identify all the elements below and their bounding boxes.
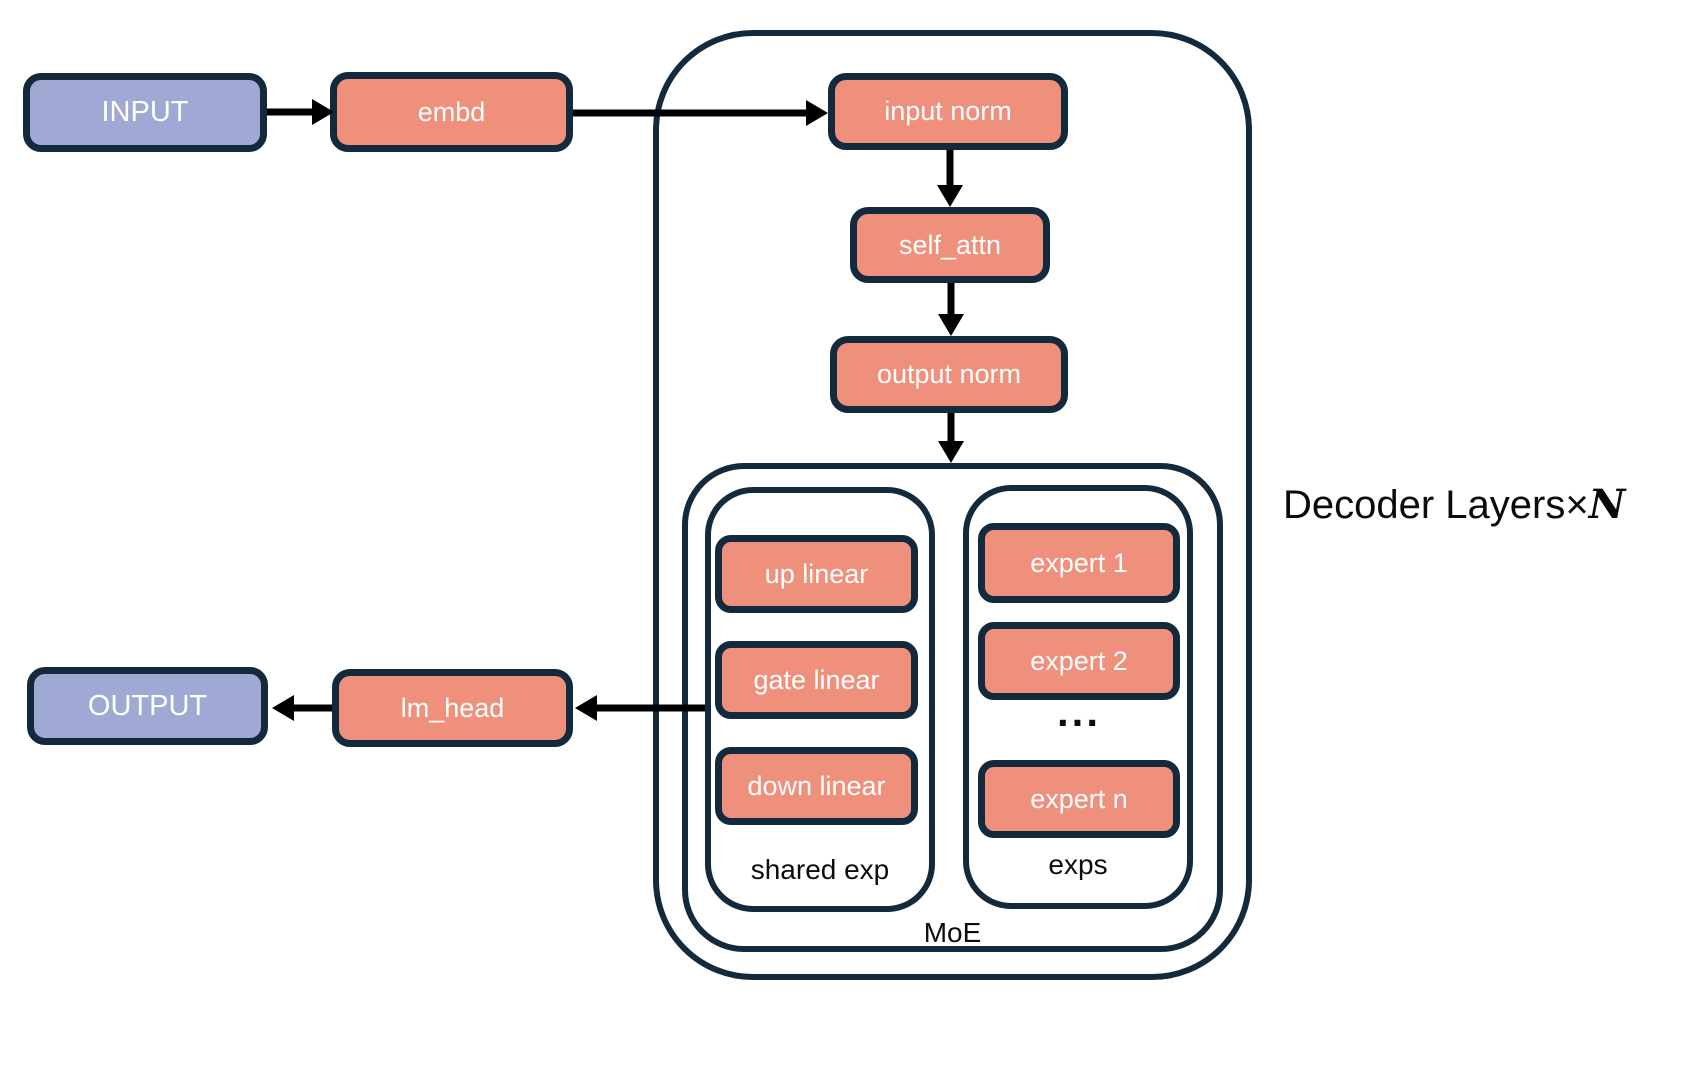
node-lm-head: lm_head [332, 669, 573, 747]
node-lm-head-label: lm_head [400, 692, 505, 723]
node-self-attn: self_attn [850, 207, 1050, 283]
node-up-linear: up linear [715, 535, 918, 613]
decoder-layers-label: Decoder Layers×N [1283, 481, 1625, 528]
node-embd: embd [330, 72, 573, 152]
shared-exp-container [705, 487, 935, 912]
node-self-attn-label: self_attn [898, 229, 1002, 260]
node-expert-1: expert 1 [978, 523, 1180, 603]
moe-label: MoE [923, 917, 982, 948]
node-input-norm: input norm [828, 73, 1068, 150]
shared-exp-label: shared exp [750, 854, 890, 885]
arrow-input-to-embd [267, 99, 334, 125]
node-gate-linear: gate linear [715, 641, 918, 719]
decoder-layers-repeat-n: N [1588, 481, 1626, 528]
node-expert-2: expert 2 [978, 622, 1180, 700]
node-embd-label: embd [417, 96, 486, 127]
exps-container [963, 485, 1193, 909]
node-gate-linear-label: gate linear [753, 664, 880, 695]
node-expert-n-label: expert n [1030, 783, 1128, 814]
node-input-label: INPUT [101, 96, 189, 128]
exps-label: exps [1048, 849, 1108, 880]
decoder-layers-label-text: Decoder Layers× [1283, 483, 1589, 527]
node-output-norm-label: output norm [876, 359, 1022, 389]
node-output-label: OUTPUT [87, 689, 208, 722]
node-output: OUTPUT [27, 667, 268, 745]
node-up-linear-label: up linear [764, 558, 869, 589]
decoder-layers-container [653, 30, 1252, 980]
node-input: INPUT [23, 73, 267, 152]
arrow-lm-head-to-output [272, 695, 332, 721]
ellipsis-dots: ... [1056, 688, 1101, 736]
node-down-linear-label: down linear [747, 770, 886, 801]
node-output-norm: output norm [830, 336, 1068, 413]
node-down-linear: down linear [715, 747, 918, 825]
node-expert-2-label: expert 2 [1030, 645, 1128, 676]
node-expert-n: expert n [978, 760, 1180, 838]
node-expert-1-label: expert 1 [1030, 547, 1128, 578]
node-input-norm-label: input norm [884, 96, 1012, 126]
